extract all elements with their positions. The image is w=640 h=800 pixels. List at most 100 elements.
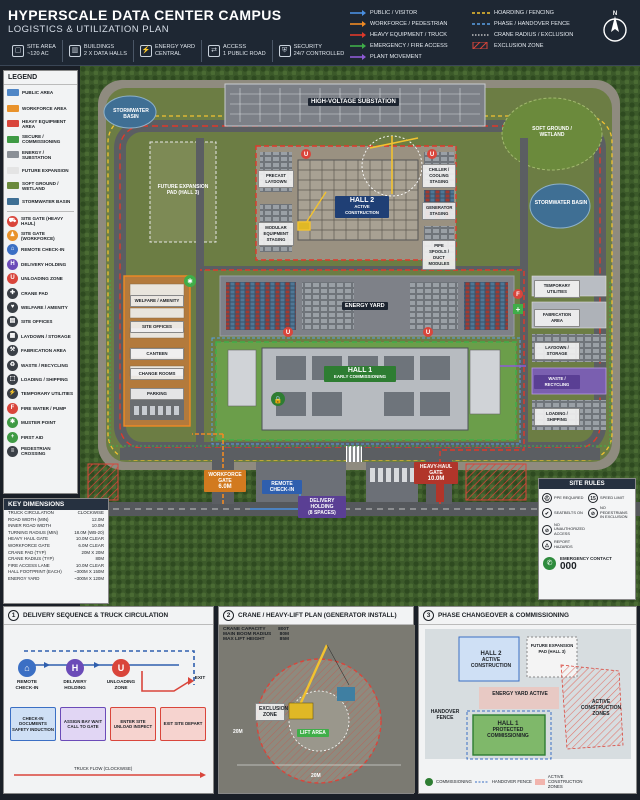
legend-area-item: PUBLIC AREA	[4, 85, 77, 101]
legend-symbol-icon: ▤	[7, 316, 18, 328]
parked-cars	[134, 406, 179, 415]
muster-point-icon: ✱	[184, 275, 196, 287]
legend-symbol-icon: ⚡	[7, 388, 18, 400]
legend-symbol-icon: ✚	[7, 287, 18, 299]
legend-symbol-item: ✱MUSTER POINT	[4, 415, 77, 429]
legend-symbol-icon: ⌂	[7, 244, 18, 256]
legend-symbol-icon: ♟	[7, 230, 18, 242]
exclusion-zone-sw	[87, 463, 119, 501]
inner-east-road	[520, 138, 528, 448]
site-rule-item: ⛑PPE REQUIRED	[542, 493, 586, 503]
future-pad-label: FUTURE EXPANSION PAD (HALL 3)	[157, 184, 209, 196]
parking-label: PARKING	[130, 388, 184, 400]
step-number: 2	[223, 610, 234, 621]
site-rule-label: NO UNAUTHORIZED ACCESS	[554, 521, 585, 536]
hall2-label: HALL 2 ACTIVE CONSTRUCTION	[335, 196, 389, 218]
svg-text:U: U	[304, 152, 308, 158]
svg-text:🔒: 🔒	[274, 396, 283, 404]
holding-trucks	[370, 468, 415, 482]
legend-symbol-label: FABRICATION AREA	[21, 348, 67, 354]
step-remote-checkin: ⌂REMOTE CHECK-IN	[10, 659, 44, 690]
legend-area-label: SOFT GROUND / WETLAND	[22, 180, 59, 191]
legend-symbol-item: ⚡TEMPORARY UTILITIES	[4, 387, 77, 401]
key-dimension-value: 10.0m CLEAR	[75, 562, 104, 568]
key-dimension-name: INNER ROAD WIDTH	[8, 523, 52, 529]
remote-checkin-label: REMOTE CHECK-IN	[262, 480, 302, 494]
handover-fence	[211, 337, 521, 445]
legend-symbol-icon: ⬚	[7, 373, 18, 385]
legend-area-item: STORMWATER BASIN	[4, 194, 77, 210]
energy-yard-units-a	[226, 282, 296, 330]
emergency-route	[109, 280, 611, 447]
pedestrian-crossing	[346, 446, 362, 462]
phone-icon: ✆	[543, 557, 556, 571]
svg-text:+: +	[516, 305, 521, 314]
heavy-gate-label: HEAVY-HAUL GATE 10.0m	[414, 462, 458, 484]
dim-20m-left: 20m	[233, 729, 243, 735]
legend-swatch	[7, 197, 19, 205]
legend-symbol-icon: ♥	[7, 302, 18, 314]
legend-symbol-icon: ▦	[7, 330, 18, 342]
security-icon: ⛨	[278, 45, 291, 57]
legend-symbol-item: ✚CRANE PAD	[4, 286, 77, 300]
area-icon: ▢	[12, 45, 24, 57]
legend-symbol-item: +FIRST AID	[4, 430, 77, 444]
legend-symbol-item: ♥WELFARE / AMENITY	[4, 300, 77, 314]
legend-symbol-item: ▤SITE OFFICES	[4, 315, 77, 329]
stage-unload: ENTER SITE UNLOAD INSPECT	[110, 707, 156, 741]
workforce-gate-label: WORKFORCE GATE 6.0m	[204, 470, 246, 492]
site-rule-label: SPEED LIMIT	[600, 494, 625, 500]
key-dimension-value: 10.0m CLEAR	[75, 536, 104, 542]
legend-symbol-icon: U	[7, 273, 18, 285]
crawler-crane	[297, 191, 327, 231]
page-subtitle: LOGISTICS & UTILIZATION PLAN	[8, 24, 170, 35]
legend-title: LEGEND	[4, 71, 77, 85]
legend-swatch	[7, 151, 19, 159]
key-dimension-value: ~300m x 150m	[74, 569, 104, 575]
active-zone-swatch	[534, 778, 545, 785]
legend-symbol-label: LAYDOWN / STORAGE	[21, 333, 71, 339]
legend-symbol-icon: ⛟	[7, 215, 18, 227]
lift-area-label: LIFT AREA	[297, 729, 329, 737]
site-rule-item: ✔SEATBELTS ON	[542, 506, 586, 520]
energy-yard-units-d	[464, 282, 508, 330]
key-dimension-row: CRANE RADIUS (TYP)80m	[4, 556, 108, 563]
exit-label: EXIT	[194, 675, 206, 680]
crossing-stripes	[347, 446, 361, 462]
legend-symbol-item: ≡PEDESTRIAN CROSSING	[4, 444, 77, 458]
legend-symbol-icon: ✱	[7, 417, 18, 429]
legend-area-item: SECURE / COMMISSIONING	[4, 132, 77, 148]
step-number: 3	[423, 610, 434, 621]
key-dimension-row: CRANE PAD (TYP)20m x 20m	[4, 550, 108, 557]
legend-symbol-label: REMOTE CHECK-IN	[21, 247, 65, 253]
inner-west-road	[196, 138, 204, 448]
key-dimension-value: ~300m x 120m	[74, 575, 104, 581]
legend-area-label: ENERGY / SUBSTATION	[22, 149, 52, 160]
crane-info: CRANE CAPACITY800t MAIN BOOM RADIUS80m M…	[223, 627, 289, 642]
energy-icon: ⚡	[139, 45, 152, 57]
legend-area-item: WORKFORCE AREA	[4, 101, 77, 117]
key-dimension-value: 18.0m (WB-20)	[74, 529, 104, 535]
access-icon: ⇄	[208, 45, 221, 57]
legend-symbol-icon: F	[7, 402, 18, 414]
legend-area-label: PUBLIC AREA	[22, 90, 54, 96]
svg-text:U: U	[426, 330, 430, 336]
fire-water-pump-icon: F	[513, 289, 523, 299]
legend-symbol-item: ⌂REMOTE CHECK-IN	[4, 243, 77, 257]
step-number: 1	[8, 610, 19, 621]
key-dimension-name: WORKFORCE GATE	[8, 542, 50, 548]
legend-swatch	[7, 182, 19, 190]
key-dimension-name: TRUCK CIRCULATION	[8, 510, 54, 515]
legend-symbol-label: UNLOADING ZONE	[21, 276, 63, 282]
legend-symbol-label: PEDESTRIAN CROSSING	[21, 446, 51, 457]
svg-text:U: U	[430, 152, 434, 158]
